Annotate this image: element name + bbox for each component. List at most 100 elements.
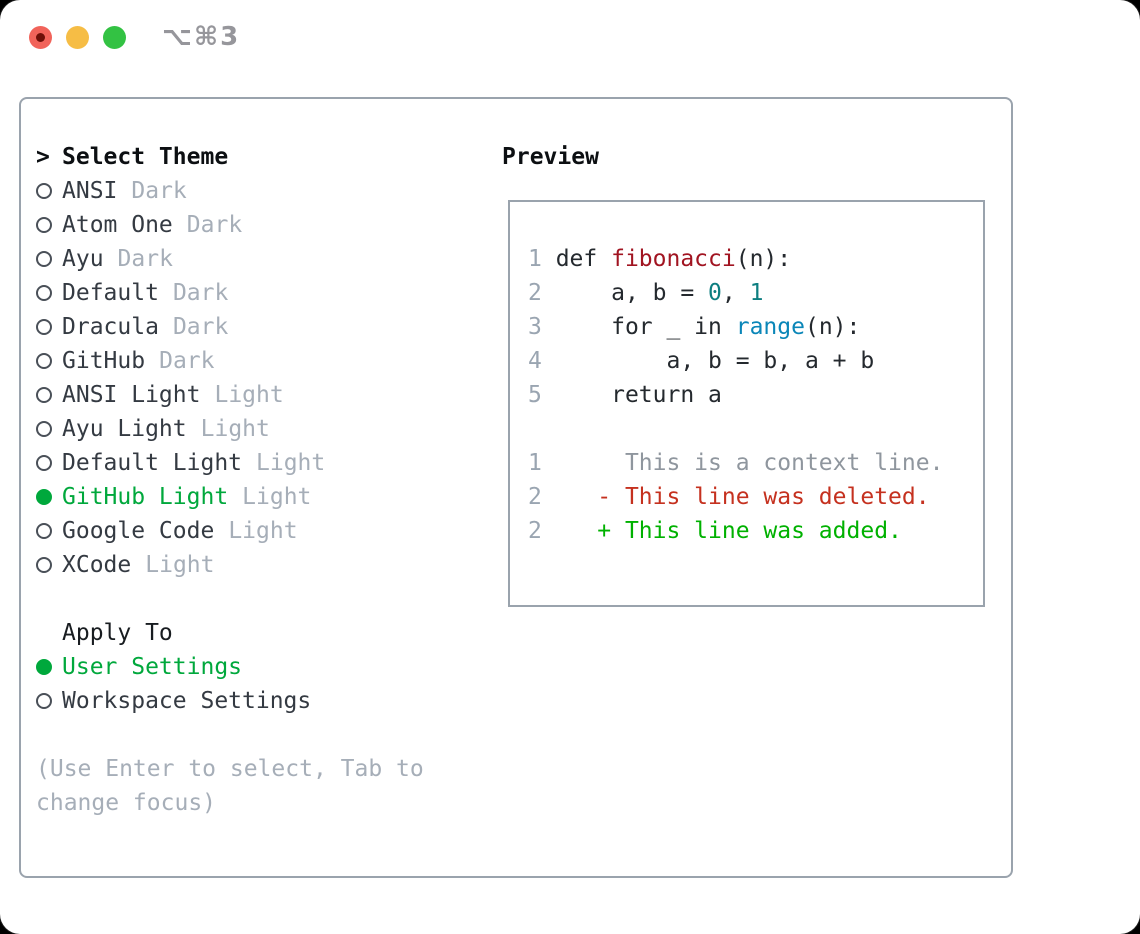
theme-option-atom-one-dark[interactable]: Atom One Dark [36, 208, 496, 242]
theme-list: > Select Theme ANSI Dark Atom One Dark A… [36, 140, 496, 820]
theme-variant: Dark [172, 280, 229, 306]
theme-variant: Dark [117, 246, 173, 272]
radio-icon [36, 353, 62, 369]
theme-variant: Dark [159, 348, 215, 374]
theme-name: ANSI [62, 178, 118, 204]
blank-line [528, 412, 943, 446]
line-number: 1 [528, 450, 556, 476]
theme-option-ayu-dark[interactable]: Ayu Dark [36, 242, 496, 276]
radio-icon [36, 455, 62, 471]
zoom-button[interactable] [103, 26, 126, 49]
line-number: 3 [528, 314, 556, 340]
line-number: 2 [528, 280, 556, 306]
traffic-lights [29, 26, 126, 49]
code-text: a, b = b, a + b [555, 348, 875, 374]
code-text: return a [555, 382, 722, 408]
theme-option-github-dark[interactable]: GitHub Dark [36, 344, 496, 378]
cursor-prompt-icon: > [36, 144, 50, 170]
theme-option-google-code[interactable]: Google Code Light [36, 514, 496, 548]
theme-variant: Light [256, 450, 326, 476]
diff-context-text: This is a context line. [555, 450, 944, 476]
select-theme-header: > Select Theme [36, 140, 496, 174]
close-button[interactable] [29, 26, 52, 49]
hint-text-line1: (Use Enter to select, Tab to [36, 756, 424, 782]
theme-name: ANSI Light [62, 382, 201, 408]
line-number: 2 [528, 484, 556, 510]
code-text: , [721, 280, 750, 306]
code-line: 4 a, b = b, a + b [528, 344, 943, 378]
radio-icon [36, 183, 62, 199]
theme-name: Ayu Light [62, 416, 187, 442]
radio-icon [36, 693, 62, 709]
theme-option-dracula-dark[interactable]: Dracula Dark [36, 310, 496, 344]
radio-selected-icon [36, 489, 62, 505]
code-builtin: range [735, 314, 805, 340]
line-number: 5 [528, 382, 556, 408]
diff-deleted-text: - This line was deleted. [555, 484, 930, 510]
radio-icon [36, 557, 62, 573]
theme-option-ansi-dark[interactable]: ANSI Dark [36, 174, 496, 208]
code-function-name: fibonacci [611, 246, 736, 272]
radio-icon [36, 523, 62, 539]
line-number: 1 [528, 246, 556, 272]
theme-option-github-light[interactable]: GitHub Light Light [36, 480, 496, 514]
theme-variant: Dark [186, 212, 243, 238]
apply-option-workspace-settings[interactable]: Workspace Settings [36, 684, 496, 718]
theme-name: GitHub [62, 348, 146, 374]
theme-variant: Dark [131, 178, 187, 204]
window-shortcut-label: ⌥⌘3 [162, 22, 241, 52]
theme-option-ansi-light[interactable]: ANSI Light Light [36, 378, 496, 412]
theme-name: Dracula [62, 314, 159, 340]
theme-variant: Light [200, 416, 270, 442]
line-number: 2 [528, 518, 556, 544]
select-theme-title: Select Theme [62, 144, 229, 170]
code-line: 5 return a [528, 378, 943, 412]
hint-text-line2: change focus) [36, 790, 217, 816]
diff-context-line: 1 This is a context line. [528, 446, 943, 480]
code-number-literal: 0 [708, 280, 722, 306]
theme-variant: Light [145, 552, 215, 578]
theme-name: Default [62, 280, 159, 306]
theme-name: Atom One [62, 212, 173, 238]
code-text: for _ in [555, 314, 736, 340]
radio-icon [36, 387, 62, 403]
code-sample: 1 def fibonacci(n): 2 a, b = 0, 1 3 for … [528, 242, 943, 548]
code-number-literal: 1 [749, 280, 764, 306]
preview-title: Preview [502, 144, 599, 170]
apply-to-header: Apply To [36, 616, 496, 650]
title-bar: ⌥⌘3 [0, 0, 1140, 74]
preview-pane: 1 def fibonacci(n): 2 a, b = 0, 1 3 for … [508, 200, 985, 607]
radio-icon [36, 251, 62, 267]
code-text: (n): [735, 246, 792, 272]
radio-icon [36, 217, 62, 233]
theme-option-default-light[interactable]: Default Light Light [36, 446, 496, 480]
minimize-button[interactable] [66, 26, 89, 49]
theme-option-ayu-light[interactable]: Ayu Light Light [36, 412, 496, 446]
apply-option-user-settings[interactable]: User Settings [36, 650, 496, 684]
theme-variant: Dark [172, 314, 229, 340]
apply-option-label: Workspace Settings [62, 688, 312, 714]
code-line: 3 for _ in range(n): [528, 310, 943, 344]
apply-option-label: User Settings [62, 654, 243, 680]
code-keyword: def [555, 246, 612, 272]
radio-selected-icon [36, 659, 62, 675]
diff-deleted-line: 2 - This line was deleted. [528, 480, 943, 514]
theme-name: Ayu [62, 246, 104, 272]
diff-added-text: + This line was added. [555, 518, 902, 544]
code-text: a, b = [555, 280, 709, 306]
theme-picker-panel: > Select Theme ANSI Dark Atom One Dark A… [19, 97, 1013, 878]
line-number: 4 [528, 348, 556, 374]
theme-option-default-dark[interactable]: Default Dark [36, 276, 496, 310]
theme-variant: Light [214, 382, 284, 408]
theme-option-xcode[interactable]: XCode Light [36, 548, 496, 582]
theme-variant: Light [228, 518, 298, 544]
code-text: (n): [804, 314, 861, 340]
theme-name: GitHub Light [62, 484, 229, 510]
radio-icon [36, 421, 62, 437]
theme-name: Google Code [62, 518, 215, 544]
diff-added-line: 2 + This line was added. [528, 514, 943, 548]
code-line: 1 def fibonacci(n): [528, 242, 943, 276]
theme-variant: Light [242, 484, 312, 510]
radio-icon [36, 285, 62, 301]
